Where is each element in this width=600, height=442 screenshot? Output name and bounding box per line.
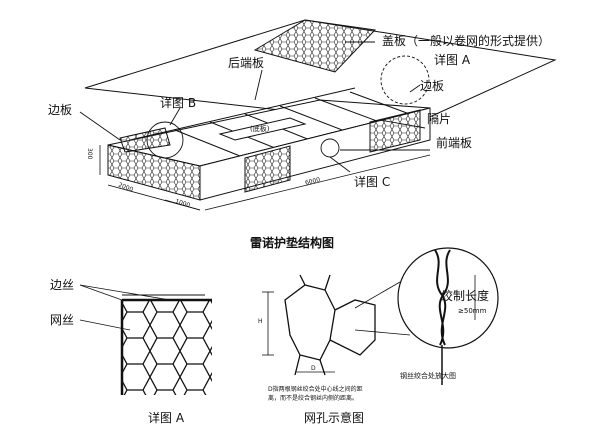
label-front-end: 前端板 [436,136,473,150]
lid-mesh [253,19,377,73]
renault-mattress-box [84,19,557,201]
label-lid: 盖板（一般以卷网的形式提供） [382,34,551,48]
label-mesh-wire: 网丝 [50,313,75,327]
mesh-hole-drawing [262,247,499,385]
caption-mesh: 网孔示意图 [304,411,365,425]
label-detail-b: 详图 B [160,96,197,110]
label-detail-c: 详图 C [354,175,391,189]
label-twist-value: ≥50mm [458,307,487,315]
label-side-right: 边板 [420,79,445,93]
mesh-note-line2: 离，而不是绞合钢丝内侧的距离。 [268,395,359,402]
label-detail-a: 详图 A [434,53,471,67]
mesh-note-line1: D指两根钢丝绞合处中心线之间的距 [268,386,363,393]
callout-detail-a [380,55,430,105]
caption-detail-a: 详图 A [148,411,185,425]
callout-detail-b [146,121,184,159]
side-mesh-strip [244,145,291,193]
label-twist-length: 绞制长度 [441,289,490,303]
dim-d: D [311,365,316,372]
label-edge-wire: 边丝 [50,278,75,292]
dim-h: H [258,318,263,325]
page-title: 雷诺护垫结构图 [250,236,335,250]
caption-zoom: 钢丝绞合处放大图 [400,372,456,380]
label-side-left: 边板 [48,103,73,117]
detail-a-drawing [79,284,212,395]
label-partition: 隔片 [427,112,452,126]
label-back-end: 后端板 [228,56,265,70]
dim-height: 300 [86,148,93,160]
label-bottom: (底板) [250,125,270,133]
